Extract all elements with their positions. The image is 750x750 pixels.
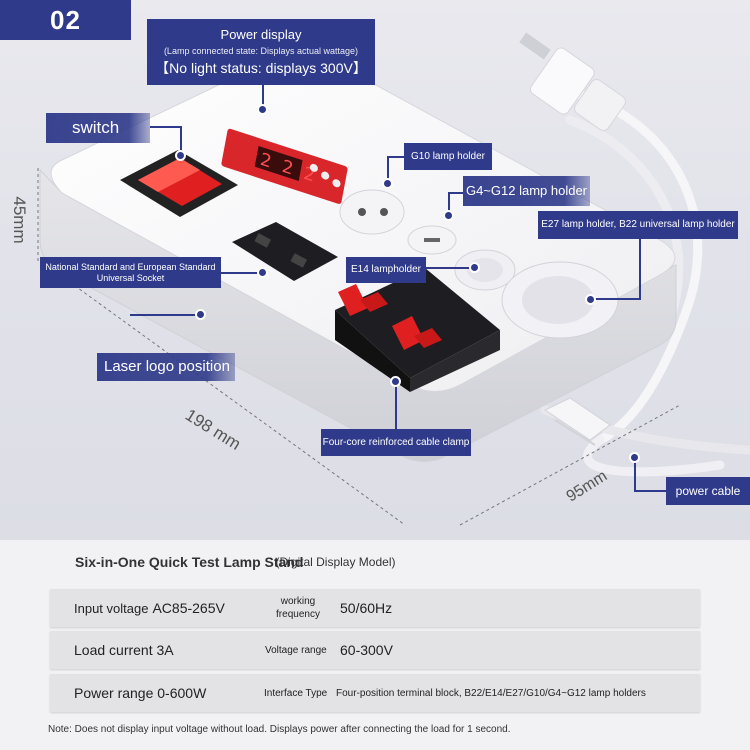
marker-dot [390, 376, 401, 387]
leader-line [592, 298, 641, 300]
e14-label-text: E14 lampholder [350, 264, 422, 275]
spec-label: working frequency [276, 596, 320, 620]
power-cable-label: power cable [666, 477, 750, 505]
e14-label: E14 lampholder [346, 257, 426, 283]
e27-label-text: E27 lamp holder, B22 universal lamp hold… [541, 219, 735, 230]
spec-subtitle: (Digital Display Model) [275, 555, 396, 569]
spec-value: Four-position terminal block, B22/E14/E2… [336, 687, 646, 699]
marker-dot [585, 294, 596, 305]
power-cable-label-text: power cable [675, 483, 741, 498]
g10-label-text: G10 lamp holder [411, 150, 485, 162]
universal-socket [232, 222, 338, 281]
e14-holder [454, 249, 516, 291]
leader-line [388, 156, 404, 158]
cable-clamp [543, 397, 611, 446]
socket-label: National Standard and European Standard … [40, 257, 221, 288]
terminal-block [335, 268, 500, 392]
spec-value: AC85-265V [152, 600, 225, 616]
leader-line [395, 383, 397, 429]
g10-label: G10 lamp holder [404, 143, 492, 170]
leader-line [634, 458, 636, 490]
spec-cell: Input voltage AC85-265V [74, 589, 225, 627]
digital-display: 2 2 2 [221, 128, 348, 204]
e27-holder [501, 261, 619, 339]
spec-label: Voltage range [265, 644, 327, 656]
marker-dot [257, 267, 268, 278]
marker-dot [443, 210, 454, 221]
power-display-sub: (Lamp connected state: Displays actual w… [163, 45, 359, 56]
cable-clamp-label-text: Four-core reinforced cable clamp [322, 436, 470, 448]
product-illustration: 2 2 2 [37, 32, 681, 526]
plug-icon [519, 32, 626, 131]
laser-logo-label-text: Laser logo position [104, 358, 230, 375]
spec-row: Input voltage AC85-265V working frequenc… [50, 589, 700, 627]
switch-label-text: switch [72, 117, 120, 137]
leader-line [180, 126, 182, 152]
marker-dot [175, 150, 186, 161]
marker-dot [629, 452, 640, 463]
leader-line [130, 314, 200, 316]
power-display-note: 【No light status: displays 300V】 [155, 60, 367, 77]
leader-line [387, 156, 389, 180]
leader-line [426, 267, 472, 269]
rocker-switch [120, 150, 238, 217]
section-badge: 02 [0, 0, 131, 40]
footnote: Note: Does not display input voltage wit… [48, 724, 511, 735]
spec-value: 60-300V [340, 642, 393, 658]
marker-dot [257, 104, 268, 115]
leader-line [449, 192, 463, 194]
socket-label-text: National Standard and European Standard … [45, 261, 216, 283]
power-display-title: Power display [220, 26, 302, 42]
e27-label: E27 lamp holder, B22 universal lamp hold… [538, 211, 738, 239]
product-hero: 2 2 2 [0, 0, 750, 540]
leader-line [448, 192, 450, 212]
leader-line [634, 490, 666, 492]
g10-holder [339, 189, 405, 235]
g4-g12-holder [407, 225, 457, 255]
spec-label: Interface Type [264, 687, 328, 699]
spec-row: Power range 0-600W Interface Type Four-p… [50, 674, 700, 712]
leader-line [150, 126, 182, 128]
marker-dot [195, 309, 206, 320]
spec-row: Load current 3A Voltage range 60-300V [50, 631, 700, 669]
leader-line [639, 239, 641, 300]
g4-g12-label: G4~G12 lamp holder [463, 176, 590, 206]
height-dimension: 45mm [10, 196, 29, 244]
spec-label: Power range 0-600W [74, 685, 207, 701]
spec-title: Six-in-One Quick Test Lamp Stand(Digital… [75, 554, 396, 570]
length-dim-line [59, 274, 406, 526]
switch-label: switch [46, 113, 150, 143]
spec-title-text: Six-in-One Quick Test Lamp Stand [75, 554, 304, 570]
leader-line [262, 85, 264, 107]
marker-dot [382, 178, 393, 189]
leader-line [221, 272, 259, 274]
laser-logo-label: Laser logo position [97, 353, 235, 381]
power-display-label: Power display (Lamp connected state: Dis… [147, 19, 375, 85]
spec-label: Load current 3A [74, 642, 174, 658]
cable-clamp-label: Four-core reinforced cable clamp [321, 429, 471, 456]
marker-dot [469, 262, 480, 273]
spec-label: Input voltage [74, 600, 149, 616]
g4-g12-label-text: G4~G12 lamp holder [465, 183, 588, 199]
spec-value: 50/60Hz [340, 600, 393, 616]
